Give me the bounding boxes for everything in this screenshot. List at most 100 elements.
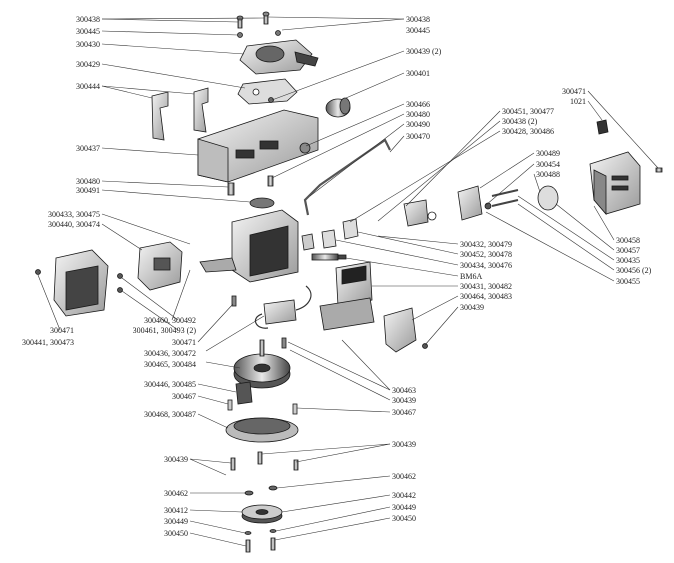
label-300441-300473: 300441, 300473 [22, 338, 74, 347]
label-300438-left: 300438 [76, 15, 100, 24]
label-300463: 300463 [392, 386, 416, 395]
part-labels: 300438 300445 300430 300429 300444 30043… [22, 15, 652, 538]
carburetor [403, 185, 492, 227]
fuel-line-300470 [303, 138, 391, 216]
label-300471-right: 300471 [562, 87, 586, 96]
air-filter-base-300433 [137, 241, 183, 291]
bolt-300450-l [245, 539, 251, 553]
base-300412 [241, 504, 283, 524]
label-300439-2: 300439 (2) [406, 47, 442, 56]
label-300440-300474: 300440, 300474 [48, 220, 100, 229]
recoil-starter-300430 [239, 39, 319, 75]
label-300462-left: 300462 [164, 489, 188, 498]
fitting-300480 [227, 182, 235, 196]
flywheel-300465 [233, 339, 291, 389]
washer-300445-right [275, 30, 281, 36]
label-bm6a: BM6A [460, 272, 482, 281]
screw-300439-l2 [257, 451, 263, 465]
cover-300464 [383, 307, 417, 353]
label-300462-right: 300462 [392, 472, 416, 481]
label-300442: 300442 [392, 491, 416, 500]
label-300455: 300455 [616, 277, 640, 286]
label-300449-right: 300449 [392, 503, 416, 512]
label-300436-300472: 300436, 300472 [144, 349, 196, 358]
filler-cap-300401 [325, 97, 351, 118]
label-300412: 300412 [164, 506, 188, 515]
part-300446 [235, 381, 253, 405]
label-300429: 300429 [76, 60, 100, 69]
label-300438-right: 300438 [406, 15, 430, 24]
spark-plug-bm6a [311, 253, 347, 261]
gaskets-intake [301, 218, 359, 251]
label-300466: 300466 [406, 100, 430, 109]
screw-300439-top [268, 97, 274, 103]
label-300488: 300488 [536, 170, 560, 179]
engine-block [199, 209, 299, 283]
label-300445-right: 300445 [406, 26, 430, 35]
label-300465-300484: 300465, 300484 [144, 360, 196, 369]
label-300437: 300437 [76, 144, 100, 153]
fuel-tank-300437 [197, 109, 319, 183]
label-300480-left: 300480 [76, 177, 100, 186]
label-300480-right: 300480 [406, 110, 430, 119]
screw-300439-l3 [293, 459, 299, 471]
label-300439-right: 300439 [460, 303, 484, 312]
label-300439-lower-left: 300439 [164, 455, 188, 464]
label-300464-300483: 300464, 300483 [460, 292, 512, 301]
label-300438-2: 300438 (2) [502, 117, 538, 126]
label-300452-300478: 300452, 300478 [460, 250, 512, 259]
label-300456-2: 300456 (2) [616, 266, 652, 275]
label-1021: 1021 [570, 97, 586, 106]
label-300491: 300491 [76, 186, 100, 195]
label-300451-300477: 300451, 300477 [502, 107, 554, 116]
label-300445-left: 300445 [76, 27, 100, 36]
label-300468-300487: 300468, 300487 [144, 410, 196, 419]
fan-housing-300468 [225, 417, 299, 443]
part-1021 [596, 119, 609, 135]
label-300435: 300435 [616, 256, 640, 265]
screw-300471-right [655, 167, 663, 173]
bolt-300450-r [270, 537, 276, 551]
crankcase-300431 [319, 261, 375, 331]
washer-300462-l [244, 490, 254, 496]
pin-300467-right [292, 403, 298, 415]
leader-lines [37, 16, 659, 547]
label-300430: 300430 [76, 40, 100, 49]
ignition-coil-300436 [254, 285, 312, 329]
label-300431-300482: 300431, 300482 [460, 282, 512, 291]
label-300490: 300490 [406, 120, 430, 129]
label-300450-left: 300450 [164, 529, 188, 538]
label-300432-300479: 300432, 300479 [460, 240, 512, 249]
label-300439-lower-right: 300439 [392, 440, 416, 449]
label-300449-left: 300449 [164, 517, 188, 526]
label-300460-300492: 300460, 300492 [144, 316, 196, 325]
label-300457: 300457 [616, 246, 640, 255]
washer-300445 [237, 32, 243, 38]
grommet-300491 [249, 197, 275, 209]
label-300433-300475: 300433, 300475 [48, 210, 100, 219]
label-300439-mid-right: 300439 [392, 396, 416, 405]
label-300471-left: 300471 [50, 326, 74, 335]
label-300446-300485: 300446, 300485 [144, 380, 196, 389]
label-300401: 300401 [406, 69, 430, 78]
label-300489: 300489 [536, 149, 560, 158]
label-300471-mid: 300471 [172, 338, 196, 347]
screw-300439-l1 [230, 457, 236, 471]
bracket-300444-right [193, 87, 209, 133]
pin-300467-left [227, 399, 233, 411]
stud-300456 [491, 189, 519, 197]
label-300461-300493: 300461, 300493 (2) [133, 326, 197, 335]
screw-300438-right [262, 11, 270, 25]
label-300470: 300470 [406, 132, 430, 141]
label-300467-left: 300467 [172, 392, 196, 401]
bracket-300444-left [151, 91, 169, 141]
air-filter-cover-300441 [35, 249, 109, 317]
label-300444: 300444 [76, 82, 100, 91]
gasket-300488 [537, 185, 559, 211]
parts-layer [35, 11, 663, 553]
label-300454: 300454 [536, 160, 560, 169]
label-300450-right: 300450 [392, 514, 416, 523]
muffler-300458 [589, 151, 641, 216]
